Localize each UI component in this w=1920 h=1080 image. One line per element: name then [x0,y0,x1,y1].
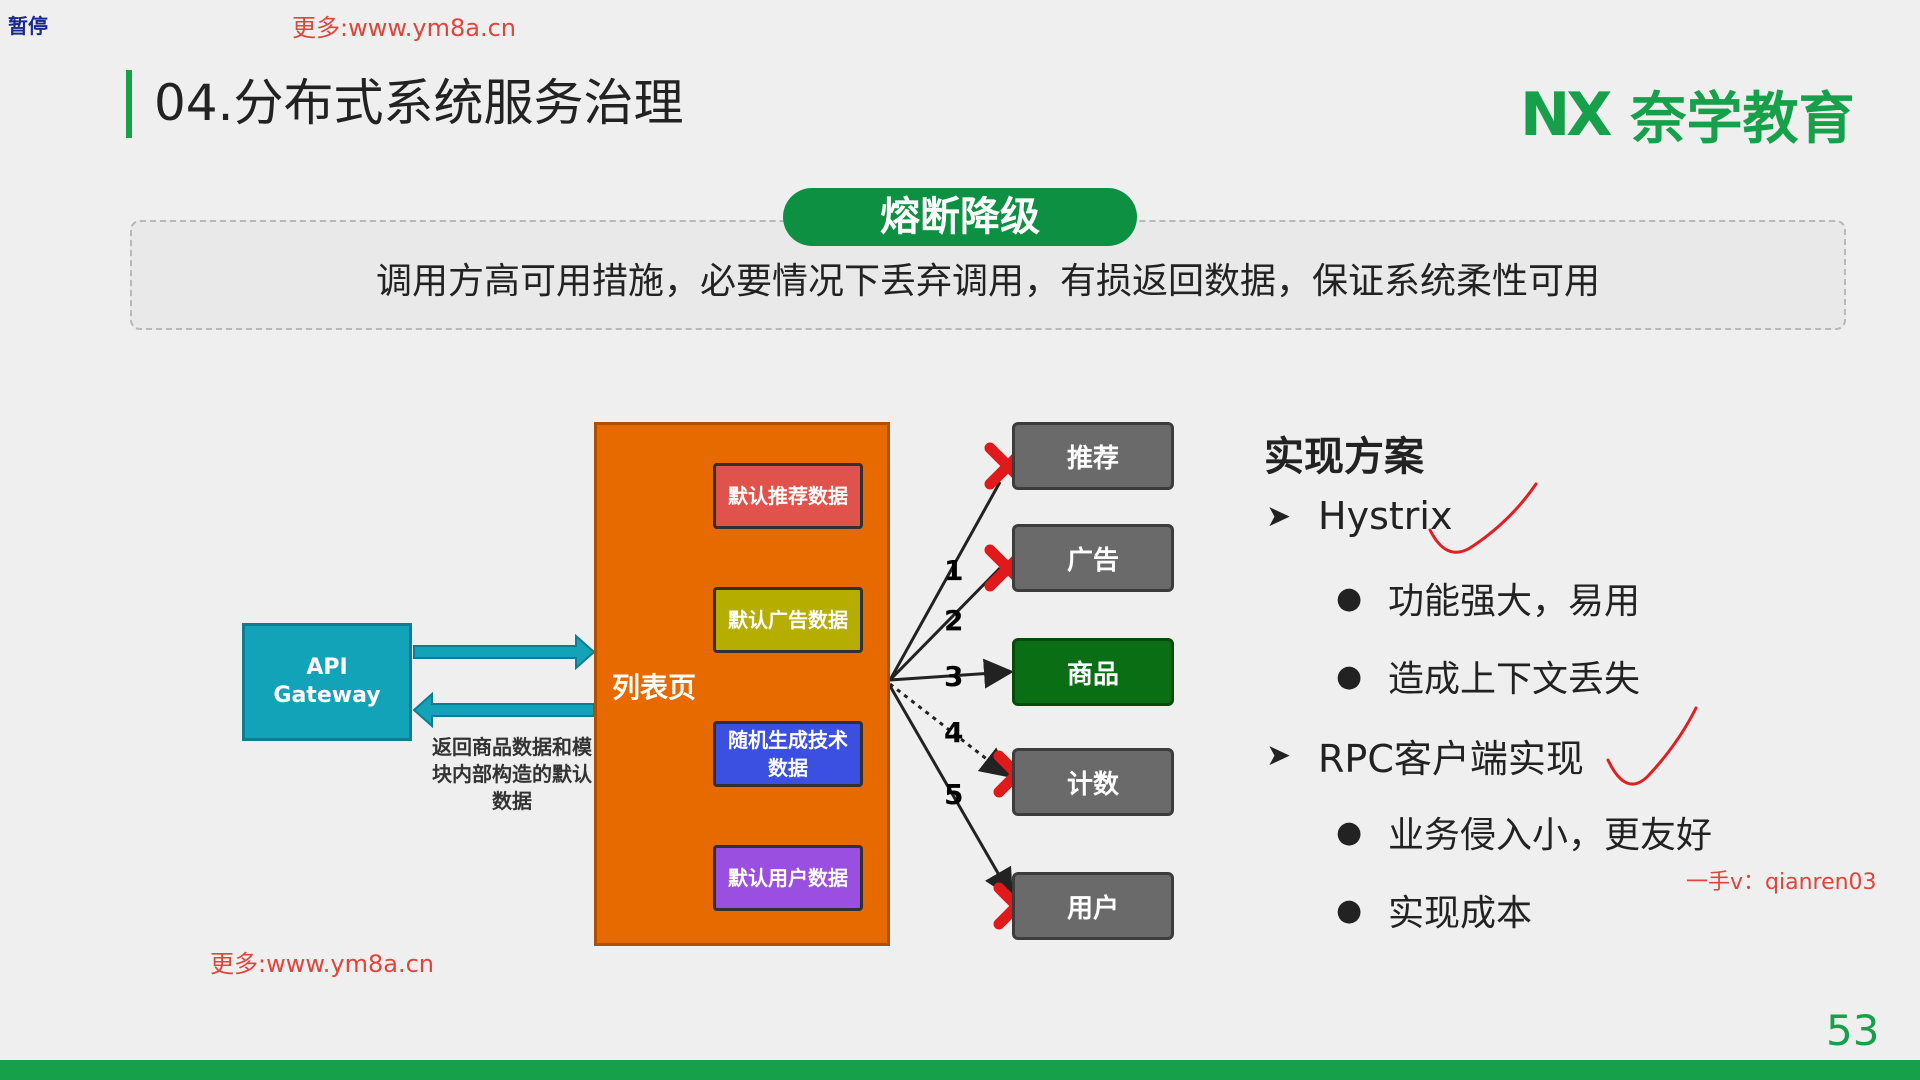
section-pill: 熔断降级 [783,188,1137,246]
plan-point: ● 造成上下文丢失 [1336,650,1640,702]
call-number: 3 [944,660,964,693]
response-arrow [412,691,595,729]
plan-point-text: 业务侵入小，更友好 [1388,815,1713,856]
list-page-panel: 默认推荐数据 默认广告数据 随机生成技术数据 默认用户数据 [594,422,890,946]
service-box-recommend: 推荐 [1012,422,1174,490]
call-line-3 [889,658,1014,689]
default-data-box: 默认推荐数据 [713,463,863,529]
plan-option-name: RPC客户端实现 [1318,737,1584,781]
bullet-dot-icon: ● [1336,658,1363,694]
plan-option-hystrix: ➤ Hystrix [1266,494,1452,538]
title-accent-bar [126,70,132,138]
call-number: 4 [944,716,964,749]
list-page-label: 列表页 [612,671,697,704]
call-line-4 [889,682,1011,778]
plan-point-text: 功能强大，易用 [1388,581,1641,622]
plan-point: ● 功能强大，易用 [1336,572,1640,624]
paused-indicator[interactable]: 暂停 [8,14,48,38]
service-box-ads: 广告 [1012,524,1174,592]
arrow-bullet-icon: ➤ [1266,498,1292,534]
bullet-dot-icon: ● [1336,580,1363,616]
service-box-count: 计数 [1012,748,1174,816]
credit-note: 一手v：qianren03 [1686,870,1877,895]
summary-text: 调用方高可用措施，必要情况下丢弃调用，有损返回数据，保证系统柔性可用 [375,261,1600,302]
watermark-top: 更多:www.ym8a.cn [292,14,516,42]
service-box-product: 商品 [1012,638,1174,706]
call-number: 5 [944,778,964,811]
bullet-dot-icon: ● [1336,892,1363,928]
logo-mark: NX [1520,79,1613,150]
slide-title: 04.分布式系统服务治理 [154,74,684,132]
check-mark-icon [1428,482,1698,786]
page-number: 53 [1826,1006,1880,1055]
plan-point-text: 实现成本 [1388,893,1533,934]
plan-title: 实现方案 [1264,434,1424,480]
brand-logo: NX 奈学教育 [1520,74,1854,155]
default-data-box: 随机生成技术数据 [713,721,863,787]
api-gateway-box: API Gateway [242,623,412,741]
plan-point-text: 造成上下文丢失 [1388,659,1641,700]
plan-point: ● 实现成本 [1336,884,1532,936]
default-data-box: 默认广告数据 [713,587,863,653]
call-line-1 [888,481,1002,681]
bullet-dot-icon: ● [1336,814,1363,850]
request-arrow [413,633,596,671]
plan-point: ● 业务侵入小，更友好 [1336,806,1712,858]
watermark-bottom: 更多:www.ym8a.cn [210,950,434,978]
gateway-line1: API [306,655,348,680]
call-number: 1 [944,554,964,587]
call-line-5 [888,685,1013,900]
call-line-2 [888,566,1002,682]
return-note: 返回商品数据和模块内部构造的默认数据 [432,735,592,813]
bottom-accent-bar [0,1060,1920,1080]
gateway-line2: Gateway [273,683,381,708]
plan-option-rpc: ➤ RPC客户端实现 [1266,728,1584,783]
plan-option-name: Hystrix [1318,494,1453,538]
service-box-user: 用户 [1012,872,1174,940]
call-number: 2 [944,604,964,637]
arrow-bullet-icon: ➤ [1266,738,1292,773]
default-data-box: 默认用户数据 [713,845,863,911]
logo-text: 奈学教育 [1630,87,1855,152]
